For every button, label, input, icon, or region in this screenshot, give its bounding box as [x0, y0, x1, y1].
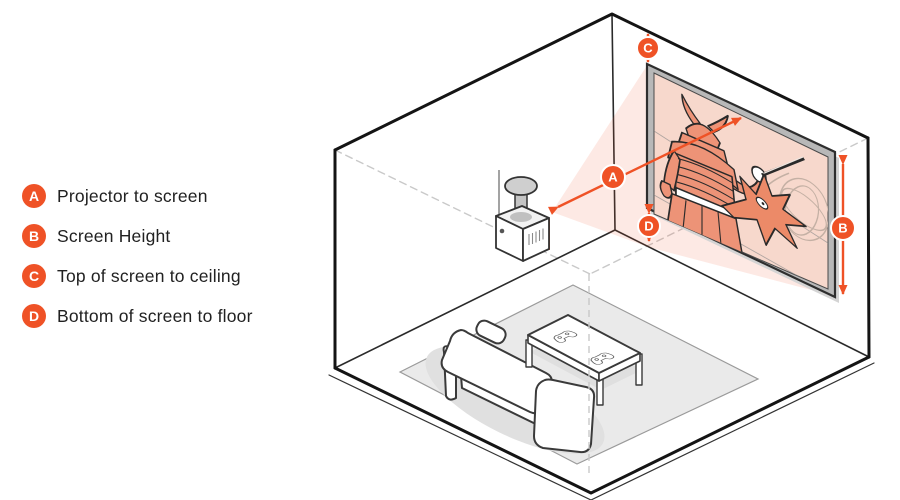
legend-label-d: Bottom of screen to floor [57, 305, 253, 326]
badge-c-letter: C [643, 41, 653, 56]
screen-icon [645, 62, 839, 303]
mount-shadow-blob [510, 212, 532, 222]
arrow-a-projector-to-screen [547, 116, 742, 215]
mount-cap [504, 176, 538, 196]
coffee-table-icon [525, 314, 643, 406]
floor-outer-line [328, 362, 875, 500]
legend: A Projector to screen B Screen Height C … [22, 184, 253, 328]
legend-label-a: Projector to screen [57, 185, 208, 206]
couch-icon [440, 319, 596, 454]
diagram-badges: A B C D [600, 36, 856, 241]
badge-a: A [600, 164, 626, 190]
badge-d: D [637, 214, 661, 238]
legend-badge-d: D [22, 304, 46, 328]
badge-b: B [830, 215, 856, 241]
legend-item-top-of-screen-to-ceiling: C Top of screen to ceiling [22, 264, 253, 288]
wall-floor-edge [334, 229, 870, 369]
sword-blade [761, 156, 805, 177]
badge-d-letter: D [644, 219, 653, 234]
legend-item-screen-height: B Screen Height [22, 224, 253, 248]
projector-lens-dot [499, 228, 505, 234]
legend-item-projector-to-screen: A Projector to screen [22, 184, 253, 208]
legend-item-bottom-of-screen-to-floor: D Bottom of screen to floor [22, 304, 253, 328]
badge-c: C [636, 36, 660, 60]
legend-badge-c: C [22, 264, 46, 288]
legend-label-b: Screen Height [57, 225, 171, 246]
floor-edges [333, 355, 871, 495]
badge-a-letter: A [608, 170, 618, 185]
projector-icon [495, 170, 550, 262]
legend-label-c: Top of screen to ceiling [57, 265, 241, 286]
dragon-creature [721, 173, 807, 249]
legend-badge-a: A [22, 184, 46, 208]
vent-grille [528, 228, 544, 245]
game-controller-icon [553, 330, 615, 365]
badge-b-letter: B [838, 221, 847, 236]
ceiling-edges [333, 12, 870, 152]
legend-badge-b: B [22, 224, 46, 248]
sword-highlight [762, 156, 804, 175]
right-wall-edge [866, 136, 871, 359]
room-shell [328, 12, 875, 500]
